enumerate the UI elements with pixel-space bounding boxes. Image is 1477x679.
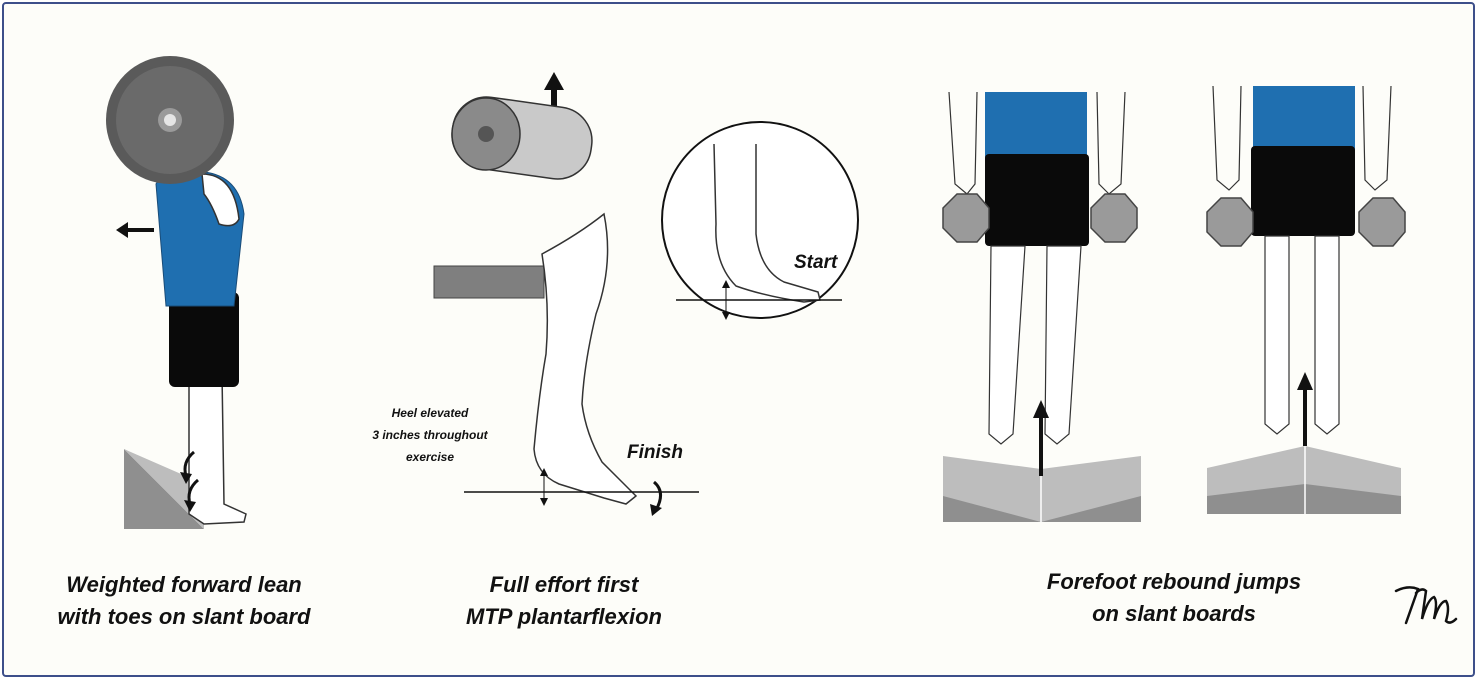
caption-line: Full effort first [399,569,729,601]
start-label: Start [794,252,838,273]
heel-note-line: 3 inches throughout [372,428,488,442]
caption-line: Weighted forward lean [24,569,344,601]
panel-rebound-jumps [929,84,1429,524]
caption-line: MTP plantarflexion [399,601,729,633]
legs [189,374,246,524]
plantarflexion-illustration: Start Finish Heel elevated 3 inches thro… [364,64,874,524]
dumbbell-right [1091,194,1137,242]
caption-line: Forefoot rebound jumps [1004,566,1344,598]
caption-forward-lean: Weighted forward lean with toes on slant… [24,569,344,633]
dumbbell-left [1207,198,1253,246]
finish-label: Finish [627,442,683,463]
dumbbell-right [1359,198,1405,246]
forward-lean-illustration [94,44,294,534]
caption-mtp-plantarflexion: Full effort first MTP plantarflexion [399,569,729,633]
leg [534,214,636,504]
bench-pad [434,266,544,298]
jumper-figure-1 [943,92,1141,522]
dumbbell-left [943,194,989,242]
panel-forward-lean [94,44,294,534]
caption-line: on slant boards [1004,598,1344,630]
caption-rebound-jumps: Forefoot rebound jumps on slant boards [1004,566,1344,630]
heel-note-line: Heel elevated [392,406,469,420]
rebound-jumps-illustration [929,84,1429,524]
caption-line: with toes on slant board [24,601,344,633]
heel-note-line: exercise [406,450,454,464]
artist-signature [1392,579,1462,629]
jumper-figure-2 [1207,86,1405,514]
panel-mtp-plantarflexion: Start Finish Heel elevated 3 inches thro… [364,64,874,524]
